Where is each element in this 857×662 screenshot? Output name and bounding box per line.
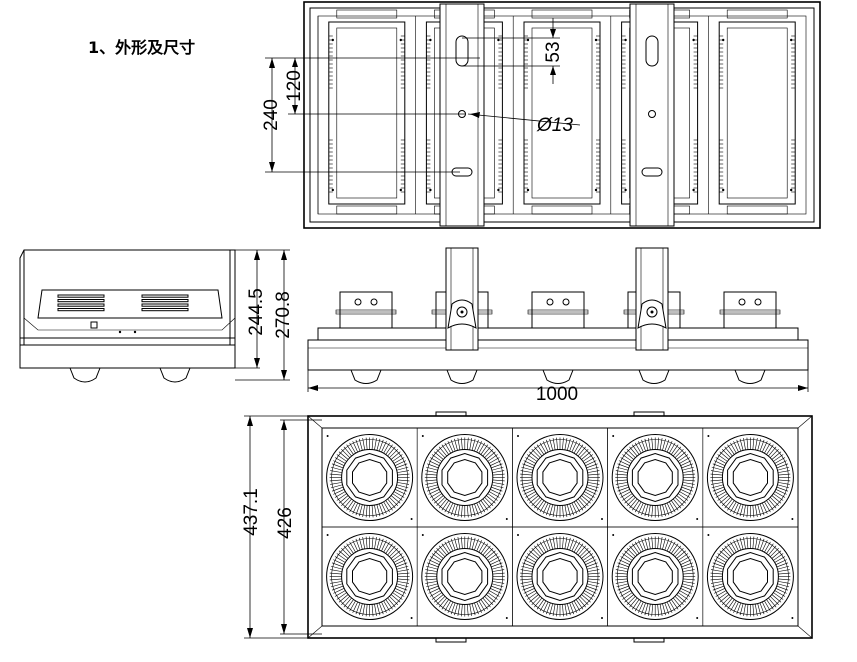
front-foot <box>350 369 382 384</box>
dimension-437-1: 437.1 <box>241 415 308 639</box>
front-module <box>719 291 781 329</box>
led-module <box>702 526 799 627</box>
led-module <box>321 526 418 627</box>
front-module <box>335 291 397 329</box>
dimension-240: 240 <box>261 57 480 173</box>
dimension-53: 53 <box>462 18 564 84</box>
led-module <box>607 526 704 627</box>
dim-240-label: 240 <box>261 99 282 131</box>
dim-426-label: 426 <box>275 507 296 539</box>
dimension-1000: 1000 <box>307 370 809 405</box>
dimension-diameter-13: Ø13 <box>467 112 581 136</box>
front-foot <box>638 369 670 384</box>
dim-120-label: 120 <box>284 70 305 102</box>
front-foot <box>734 369 766 384</box>
dim-13-label: Ø13 <box>536 115 573 136</box>
dimension-120: 120 <box>284 58 465 115</box>
front-bracket <box>445 247 479 351</box>
side-view: 244.5 270.8 <box>19 249 294 383</box>
front-view: 1000 <box>307 247 809 405</box>
dim-244-5-label: 244.5 <box>246 288 267 336</box>
led-module <box>702 427 799 528</box>
led-module <box>512 427 608 528</box>
dimension-270-8: 270.8 <box>273 250 294 380</box>
section-heading: 1、外形及尺寸 <box>88 38 195 57</box>
led-module <box>512 526 608 627</box>
front-foot <box>542 369 574 384</box>
top-view: 240 120 53 Ø13 <box>261 1 821 229</box>
dimension-244-5: 244.5 <box>246 250 267 368</box>
dim-437-1-label: 437.1 <box>241 488 262 536</box>
front-module <box>527 291 589 329</box>
top-bracket <box>629 3 675 227</box>
dim-270-8-label: 270.8 <box>273 291 294 339</box>
led-module <box>416 427 513 528</box>
top-module <box>317 9 406 215</box>
front-foot <box>446 369 478 384</box>
dimension-426: 426 <box>275 419 322 635</box>
top-module <box>512 9 601 215</box>
bottom-view: 437.1 426 <box>241 411 813 643</box>
top-module <box>708 9 796 215</box>
dim-53-label: 53 <box>543 41 564 62</box>
led-module <box>321 427 418 528</box>
led-module <box>416 526 513 627</box>
front-bracket <box>635 247 669 351</box>
dim-1000-label: 1000 <box>536 384 578 405</box>
led-module <box>607 427 704 528</box>
